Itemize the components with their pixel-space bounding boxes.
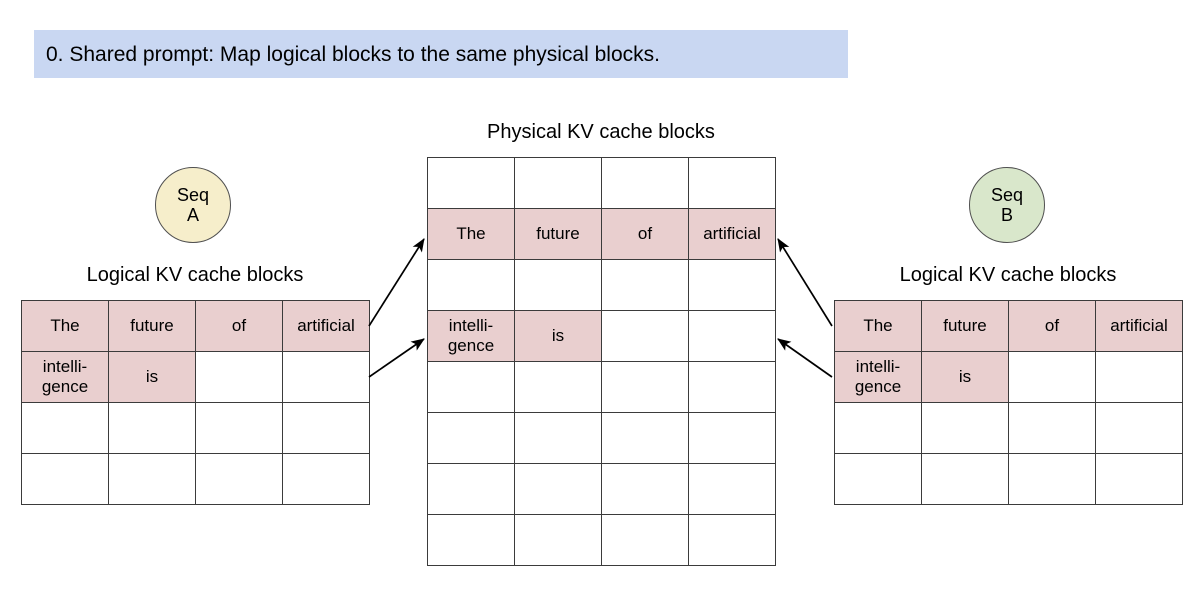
kv-block-cell: is	[514, 310, 602, 362]
seq-a-logical-kv-cache-title: Logical KV cache blocks	[86, 264, 304, 286]
kv-block-row	[21, 453, 370, 505]
kv-block-cell	[601, 463, 689, 515]
kv-block-cell: artificial	[282, 300, 370, 352]
arrow-seq-a-row1-to-physical-row2	[368, 238, 425, 327]
kv-block-row	[427, 361, 776, 413]
kv-block-cell: artificial	[688, 208, 776, 260]
kv-block-row	[427, 259, 776, 311]
kv-block-cell	[427, 157, 515, 209]
kv-block-cell	[427, 514, 515, 566]
kv-block-cell	[195, 351, 283, 403]
kv-block-cell	[688, 514, 776, 566]
kv-block-cell	[688, 157, 776, 209]
kv-block-cell	[427, 259, 515, 311]
kv-block-cell: artificial	[1095, 300, 1183, 352]
kv-block-cell	[688, 361, 776, 413]
kv-block-cell: The	[21, 300, 109, 352]
seq-b-label-line2: B	[1000, 205, 1013, 225]
kv-block-cell	[514, 514, 602, 566]
kv-block-cell	[834, 402, 922, 454]
kv-block-cell	[601, 157, 689, 209]
physical-kv-cache-title: Physical KV cache blocks	[487, 121, 715, 143]
kv-block-row	[427, 514, 776, 566]
shared-prompt-text: 0. Shared prompt: Map logical blocks to …	[46, 42, 660, 66]
kv-block-row	[427, 157, 776, 209]
kv-block-cell	[688, 310, 776, 362]
kv-block-cell	[601, 310, 689, 362]
kv-block-cell	[427, 463, 515, 515]
kv-block-cell: The	[834, 300, 922, 352]
arrow-seq-a-row2-to-physical-row4	[368, 338, 425, 378]
seq-b-badge: Seq B	[969, 167, 1045, 243]
kv-block-cell	[1008, 351, 1096, 403]
kv-block-cell	[1095, 351, 1183, 403]
kv-block-cell	[514, 463, 602, 515]
kv-block-cell	[282, 351, 370, 403]
kv-block-cell	[601, 259, 689, 311]
kv-block-cell	[601, 361, 689, 413]
kv-block-cell: of	[1008, 300, 1096, 352]
kv-block-cell: The	[427, 208, 515, 260]
kv-block-cell	[21, 453, 109, 505]
kv-block-cell	[427, 361, 515, 413]
kv-block-cell	[1008, 453, 1096, 505]
kv-block-cell	[514, 361, 602, 413]
kv-block-cell	[21, 402, 109, 454]
kv-block-cell	[601, 514, 689, 566]
kv-block-cell: intelli-gence	[21, 351, 109, 403]
arrow-seq-b-row1-to-physical-row2	[777, 238, 833, 327]
kv-block-cell: is	[108, 351, 196, 403]
kv-block-cell: future	[921, 300, 1009, 352]
kv-block-cell	[1008, 402, 1096, 454]
kv-block-cell: intelli-gence	[834, 351, 922, 403]
kv-block-cell	[514, 259, 602, 311]
shared-prompt-banner: 0. Shared prompt: Map logical blocks to …	[34, 30, 848, 78]
kv-block-row	[427, 463, 776, 515]
kv-block-row	[834, 402, 1183, 454]
kv-block-cell: of	[601, 208, 689, 260]
kv-block-cell	[601, 412, 689, 464]
kv-block-cell	[108, 453, 196, 505]
kv-block-cell	[282, 453, 370, 505]
kv-block-cell	[1095, 402, 1183, 454]
seq-a-label-line2: A	[186, 205, 199, 225]
seq-a-label-line1: Seq	[176, 184, 210, 205]
kv-block-cell	[688, 463, 776, 515]
kv-block-row	[21, 402, 370, 454]
kv-block-cell	[921, 453, 1009, 505]
kv-block-cell	[688, 259, 776, 311]
seq-b-logical-kv-cache-title: Logical KV cache blocks	[899, 264, 1117, 286]
kv-block-cell	[1095, 453, 1183, 505]
kv-block-cell	[834, 453, 922, 505]
kv-block-cell: future	[108, 300, 196, 352]
kv-block-cell	[195, 402, 283, 454]
kv-block-cell: of	[195, 300, 283, 352]
kv-block-cell	[108, 402, 196, 454]
kv-block-cell: future	[514, 208, 602, 260]
arrow-seq-b-row2-to-physical-row4	[777, 338, 833, 378]
kv-block-cell: is	[921, 351, 1009, 403]
kv-block-cell	[195, 453, 283, 505]
kv-block-cell	[427, 412, 515, 464]
kv-block-cell	[514, 412, 602, 464]
kv-block-cell	[688, 412, 776, 464]
kv-block-cell	[282, 402, 370, 454]
kv-block-row	[834, 453, 1183, 505]
seq-a-badge: Seq A	[155, 167, 231, 243]
seq-b-label-line1: Seq	[990, 184, 1024, 205]
kv-block-cell: intelli-gence	[427, 310, 515, 362]
kv-block-row	[427, 412, 776, 464]
kv-block-cell	[514, 157, 602, 209]
kv-block-cell	[921, 402, 1009, 454]
